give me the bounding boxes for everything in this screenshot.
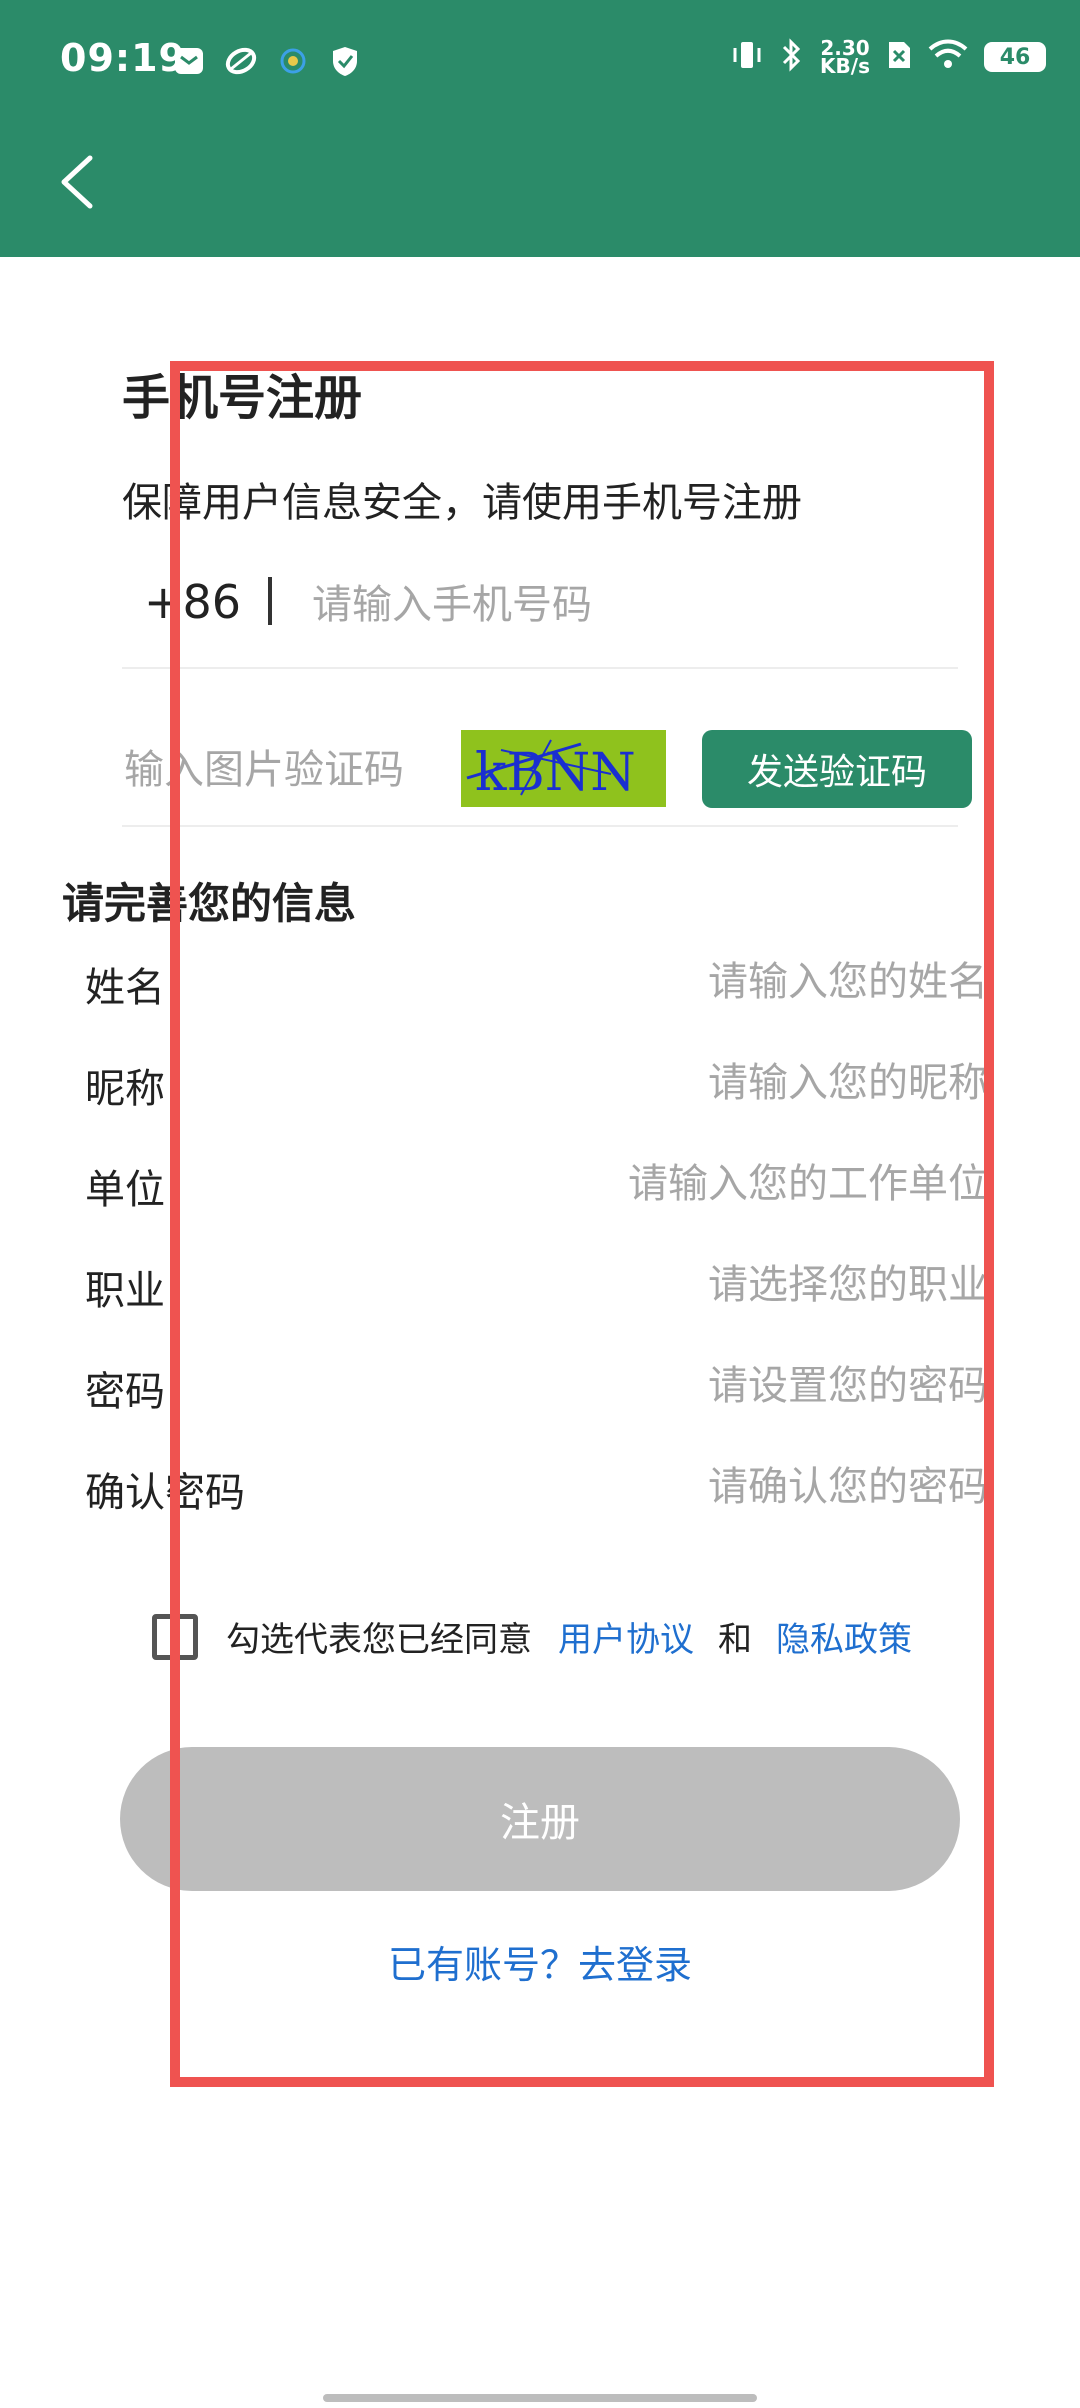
leaf-icon [224,44,258,78]
country-code[interactable]: +86 [144,575,242,629]
message-icon [172,44,206,78]
bluetooth-icon [780,38,804,76]
chevron-left-icon [61,155,93,209]
field-label: 姓名 [85,965,165,1011]
net-speed: 2.30 KB/s [820,36,870,78]
field-confirm-password[interactable]: 确认密码 [85,1450,990,1530]
page-subtitle: 保障用户信息安全，请使用手机号注册 [122,480,802,526]
send-code-button[interactable]: 发送验证码 [702,730,972,808]
status-time: 09:19 [60,36,186,80]
field-organization[interactable]: 单位 [85,1147,990,1227]
wifi-icon [928,39,968,75]
battery-indicator: 46 [984,42,1046,72]
captcha-input[interactable] [122,741,420,799]
password-input[interactable] [426,1355,990,1417]
status-bar: 09:19 2.30 KB/s [0,0,1080,130]
net-speed-value: 2.30 [820,36,870,60]
section-title: 请完善您的信息 [62,879,357,928]
phone-row: +86 [122,575,958,669]
no-sim-icon [886,40,912,74]
field-nickname[interactable]: 昵称 [85,1046,990,1126]
nickname-input[interactable] [426,1052,990,1114]
agreement-row: 勾选代表您已经同意 用户协议 和 隐私政策 [152,1612,912,1661]
app-header: 09:19 2.30 KB/s [0,0,1080,257]
captcha-row: kBNN 发送验证码 [122,727,972,827]
phone-input[interactable] [310,577,914,633]
field-occupation[interactable]: 职业 [85,1248,990,1328]
field-password[interactable]: 密码 [85,1349,990,1429]
field-label: 单位 [85,1167,165,1213]
back-button[interactable] [52,150,108,214]
go-login-link[interactable]: 已有账号？去登录 [387,1943,692,1987]
page-title: 手机号注册 [122,370,363,426]
captcha-image[interactable]: kBNN [461,730,666,807]
register-button[interactable]: 注册 [120,1747,960,1891]
shield-check-icon [328,44,362,78]
agree-text: 勾选代表您已经同意 [226,1620,532,1660]
field-label: 职业 [85,1268,165,1314]
privacy-policy-link[interactable]: 隐私政策 [776,1620,912,1660]
and-text: 和 [718,1620,752,1660]
occupation-select[interactable] [426,1254,990,1316]
organization-input[interactable] [426,1153,990,1215]
user-agreement-link[interactable]: 用户协议 [558,1620,694,1660]
field-label: 密码 [85,1369,165,1415]
net-speed-unit: KB/s [820,54,870,78]
agree-checkbox[interactable] [152,1613,198,1660]
field-label: 确认密码 [85,1470,245,1516]
divider [268,577,272,625]
confirm-password-input[interactable] [426,1456,990,1518]
name-input[interactable] [426,951,990,1013]
field-label: 昵称 [85,1066,165,1112]
vibrate-icon [730,38,764,76]
field-name[interactable]: 姓名 [85,945,990,1025]
home-indicator [323,2394,757,2402]
download-icon [276,44,310,78]
